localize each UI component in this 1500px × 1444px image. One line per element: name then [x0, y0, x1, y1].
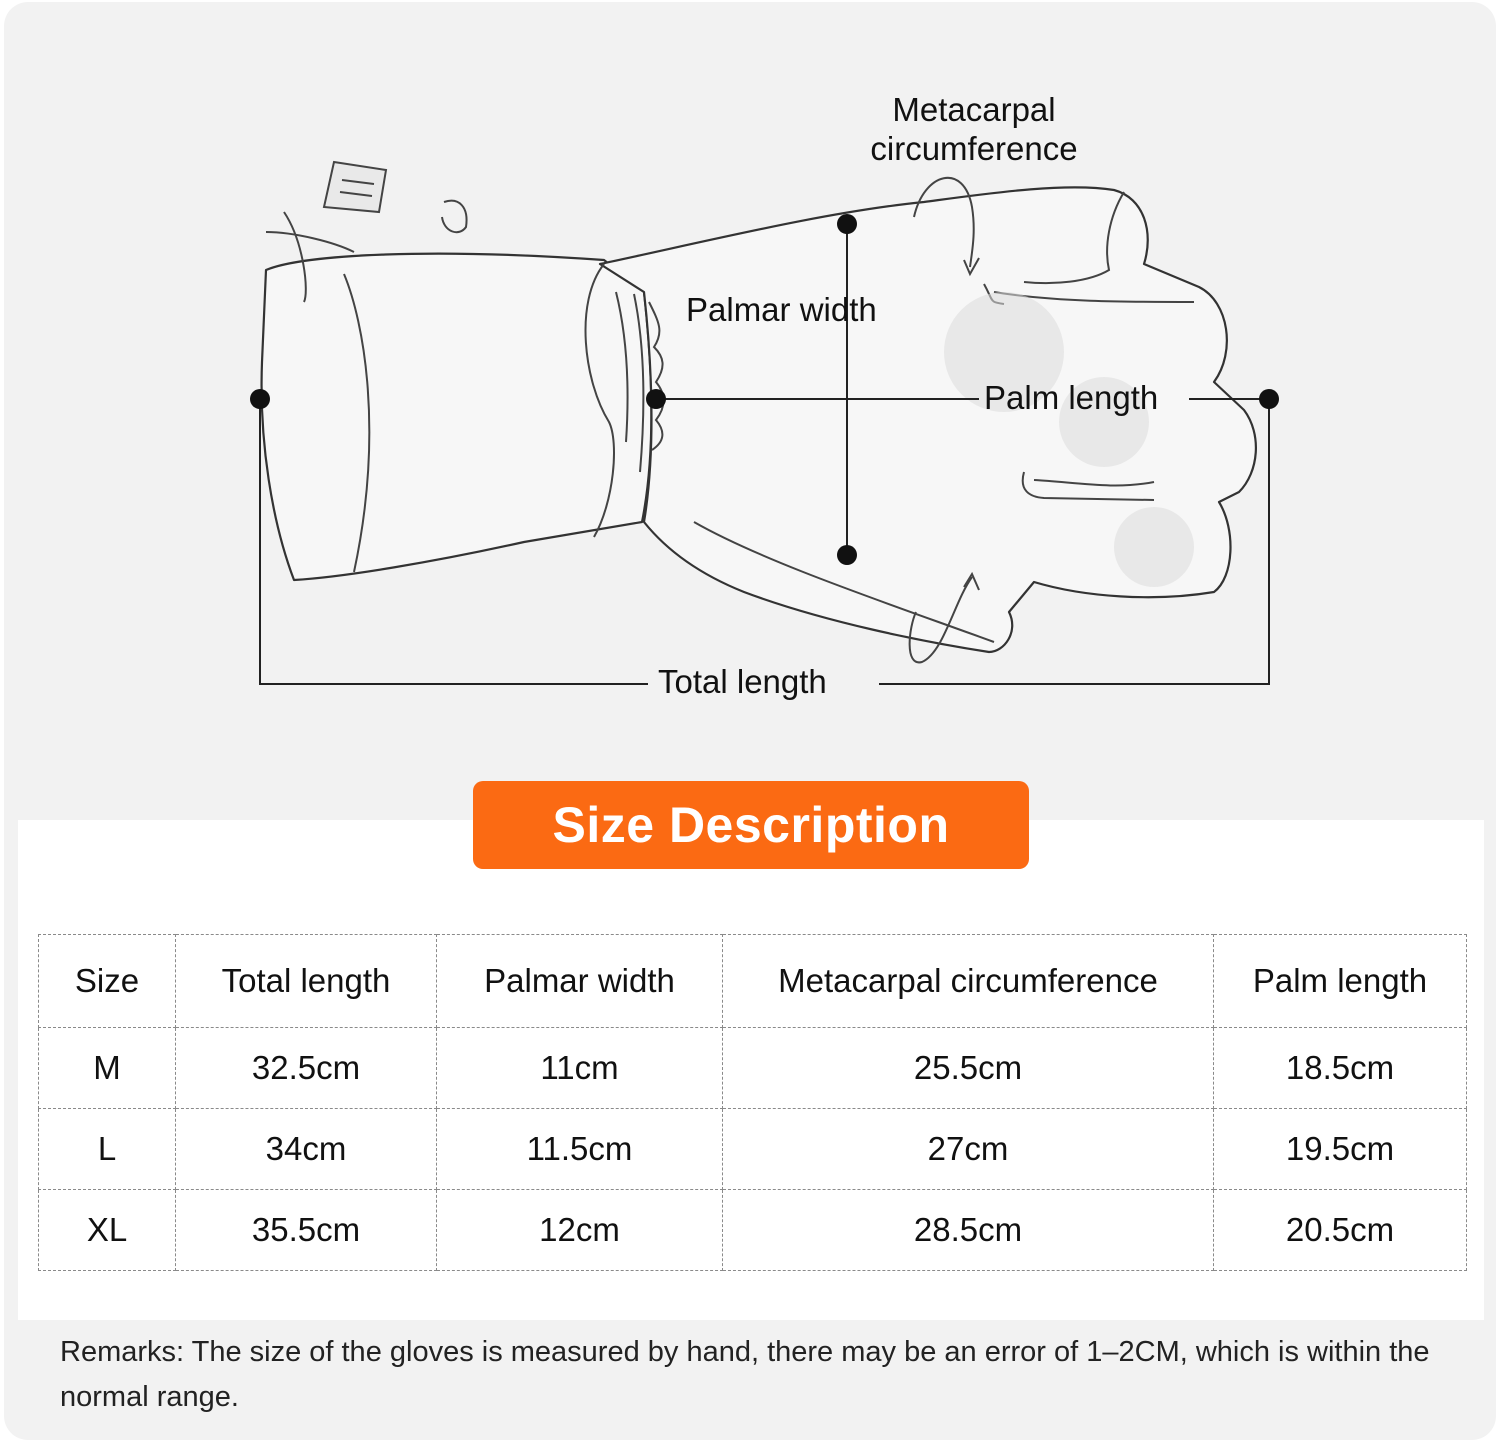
cell-palm-length: 19.5cm [1213, 1108, 1467, 1190]
cell-palmar-width: 11.5cm [436, 1108, 723, 1190]
palm-length-label: Palm length [984, 379, 1159, 416]
header-size: Size [38, 934, 176, 1028]
table-row: XL 35.5cm 12cm 28.5cm 20.5cm [38, 1189, 1467, 1271]
size-table: Size Total length Palmar width Metacarpa… [38, 934, 1467, 1271]
table-row: M 32.5cm 11cm 25.5cm 18.5cm [38, 1027, 1467, 1109]
header-palmar-width: Palmar width [436, 934, 723, 1028]
cell-total-length: 32.5cm [175, 1027, 437, 1109]
metacarpal-label: Metacarpal circumference [870, 91, 1078, 167]
cell-palmar-width: 12cm [436, 1189, 723, 1271]
cell-total-length: 35.5cm [175, 1189, 437, 1271]
glove-measurement-diagram: Metacarpal circumference Palmar width Pa… [4, 2, 1496, 782]
cell-size: M [38, 1027, 176, 1109]
palmar-width-label: Palmar width [686, 291, 877, 328]
total-length-label: Total length [648, 662, 837, 702]
header-metacarpal-circumference: Metacarpal circumference [722, 934, 1214, 1028]
cell-metacarpal-circumference: 25.5cm [722, 1027, 1214, 1109]
cell-total-length: 34cm [175, 1108, 437, 1190]
cell-size: XL [38, 1189, 176, 1271]
remarks-text: Remarks: The size of the gloves is measu… [60, 1336, 1430, 1413]
table-header-row: Size Total length Palmar width Metacarpa… [38, 934, 1467, 1028]
cell-metacarpal-circumference: 28.5cm [722, 1189, 1214, 1271]
cell-size: L [38, 1108, 176, 1190]
header-total-length: Total length [175, 934, 437, 1028]
cell-palm-length: 20.5cm [1213, 1189, 1467, 1271]
header-palm-length: Palm length [1213, 934, 1467, 1028]
size-chart-card: Metacarpal circumference Palmar width Pa… [4, 2, 1496, 1440]
table-row: L 34cm 11.5cm 27cm 19.5cm [38, 1108, 1467, 1190]
cell-palmar-width: 11cm [436, 1027, 723, 1109]
cell-metacarpal-circumference: 27cm [722, 1108, 1214, 1190]
size-description-title: Size Description [473, 781, 1029, 869]
cell-palm-length: 18.5cm [1213, 1027, 1467, 1109]
glove-illustration [250, 160, 1279, 685]
